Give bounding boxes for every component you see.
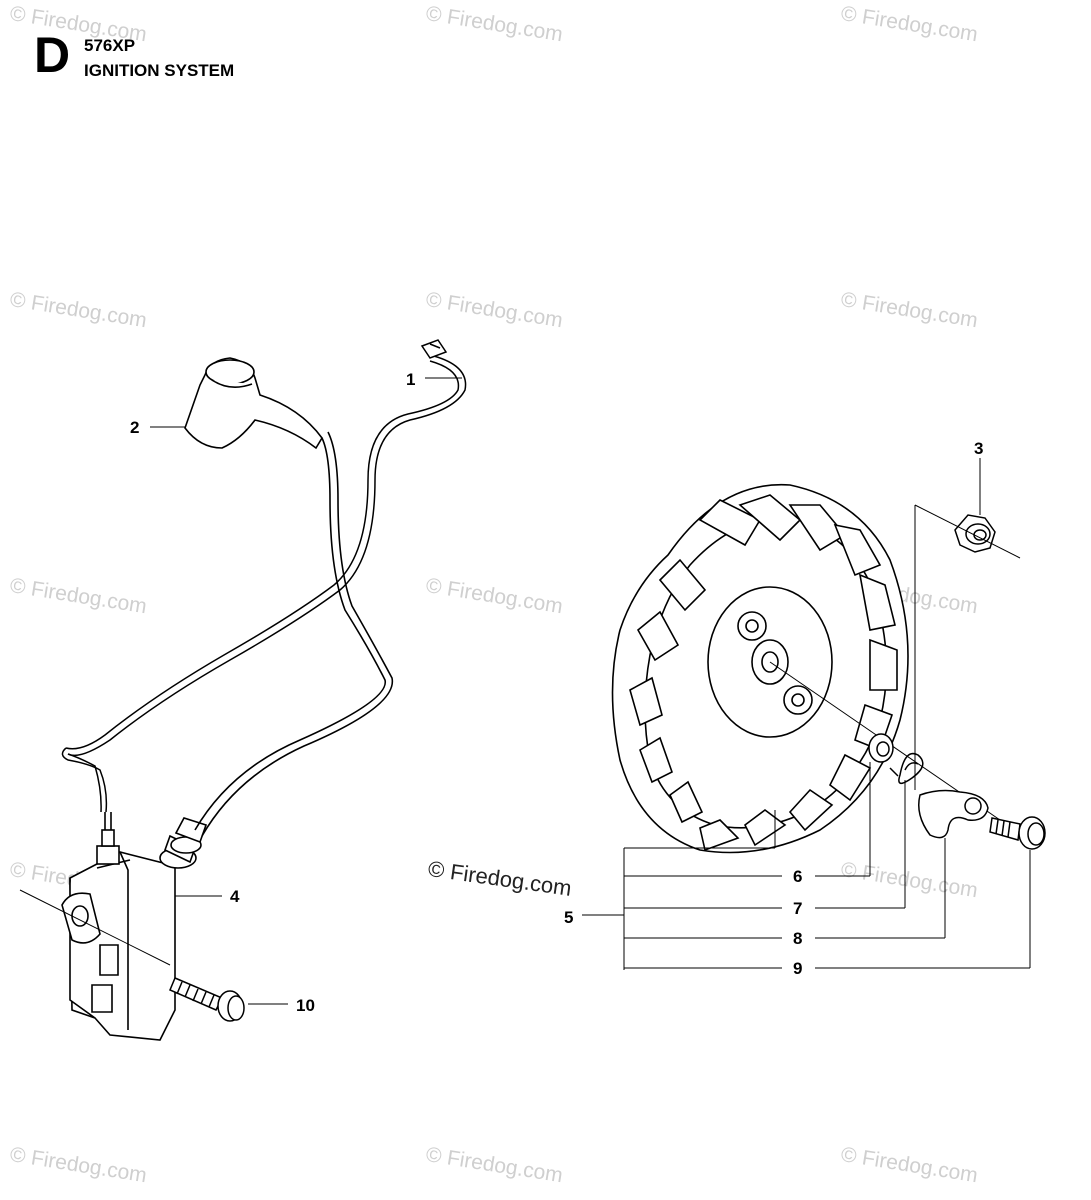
spring-7[interactable] [889,752,924,784]
callout-9: 9 [793,959,802,978]
callout-4: 4 [230,887,240,906]
callout-8: 8 [793,929,802,948]
nut-3[interactable] [954,514,996,553]
callout-1: 1 [406,370,415,389]
model-label: 576XP [84,36,136,55]
page-title: IGNITION SYSTEM [84,61,235,80]
callout-5: 5 [564,908,573,927]
spark-plug-cap[interactable] [184,357,323,450]
pawl-8[interactable] [918,789,989,839]
bolt-10[interactable] [169,977,245,1022]
callout-2: 2 [130,418,139,437]
leader-lines [150,377,1031,1005]
ignition-module[interactable] [61,812,208,1041]
stop-wire[interactable] [61,339,467,813]
section-letter: D [34,27,71,83]
callout-7: 7 [793,899,802,918]
callout-3: 3 [974,439,983,458]
callout-10: 10 [296,996,315,1015]
washer-6[interactable] [868,733,894,763]
screw-9[interactable] [989,816,1046,850]
ignition-cable [194,431,394,837]
flywheel[interactable] [611,483,909,854]
callout-6: 6 [793,867,802,886]
